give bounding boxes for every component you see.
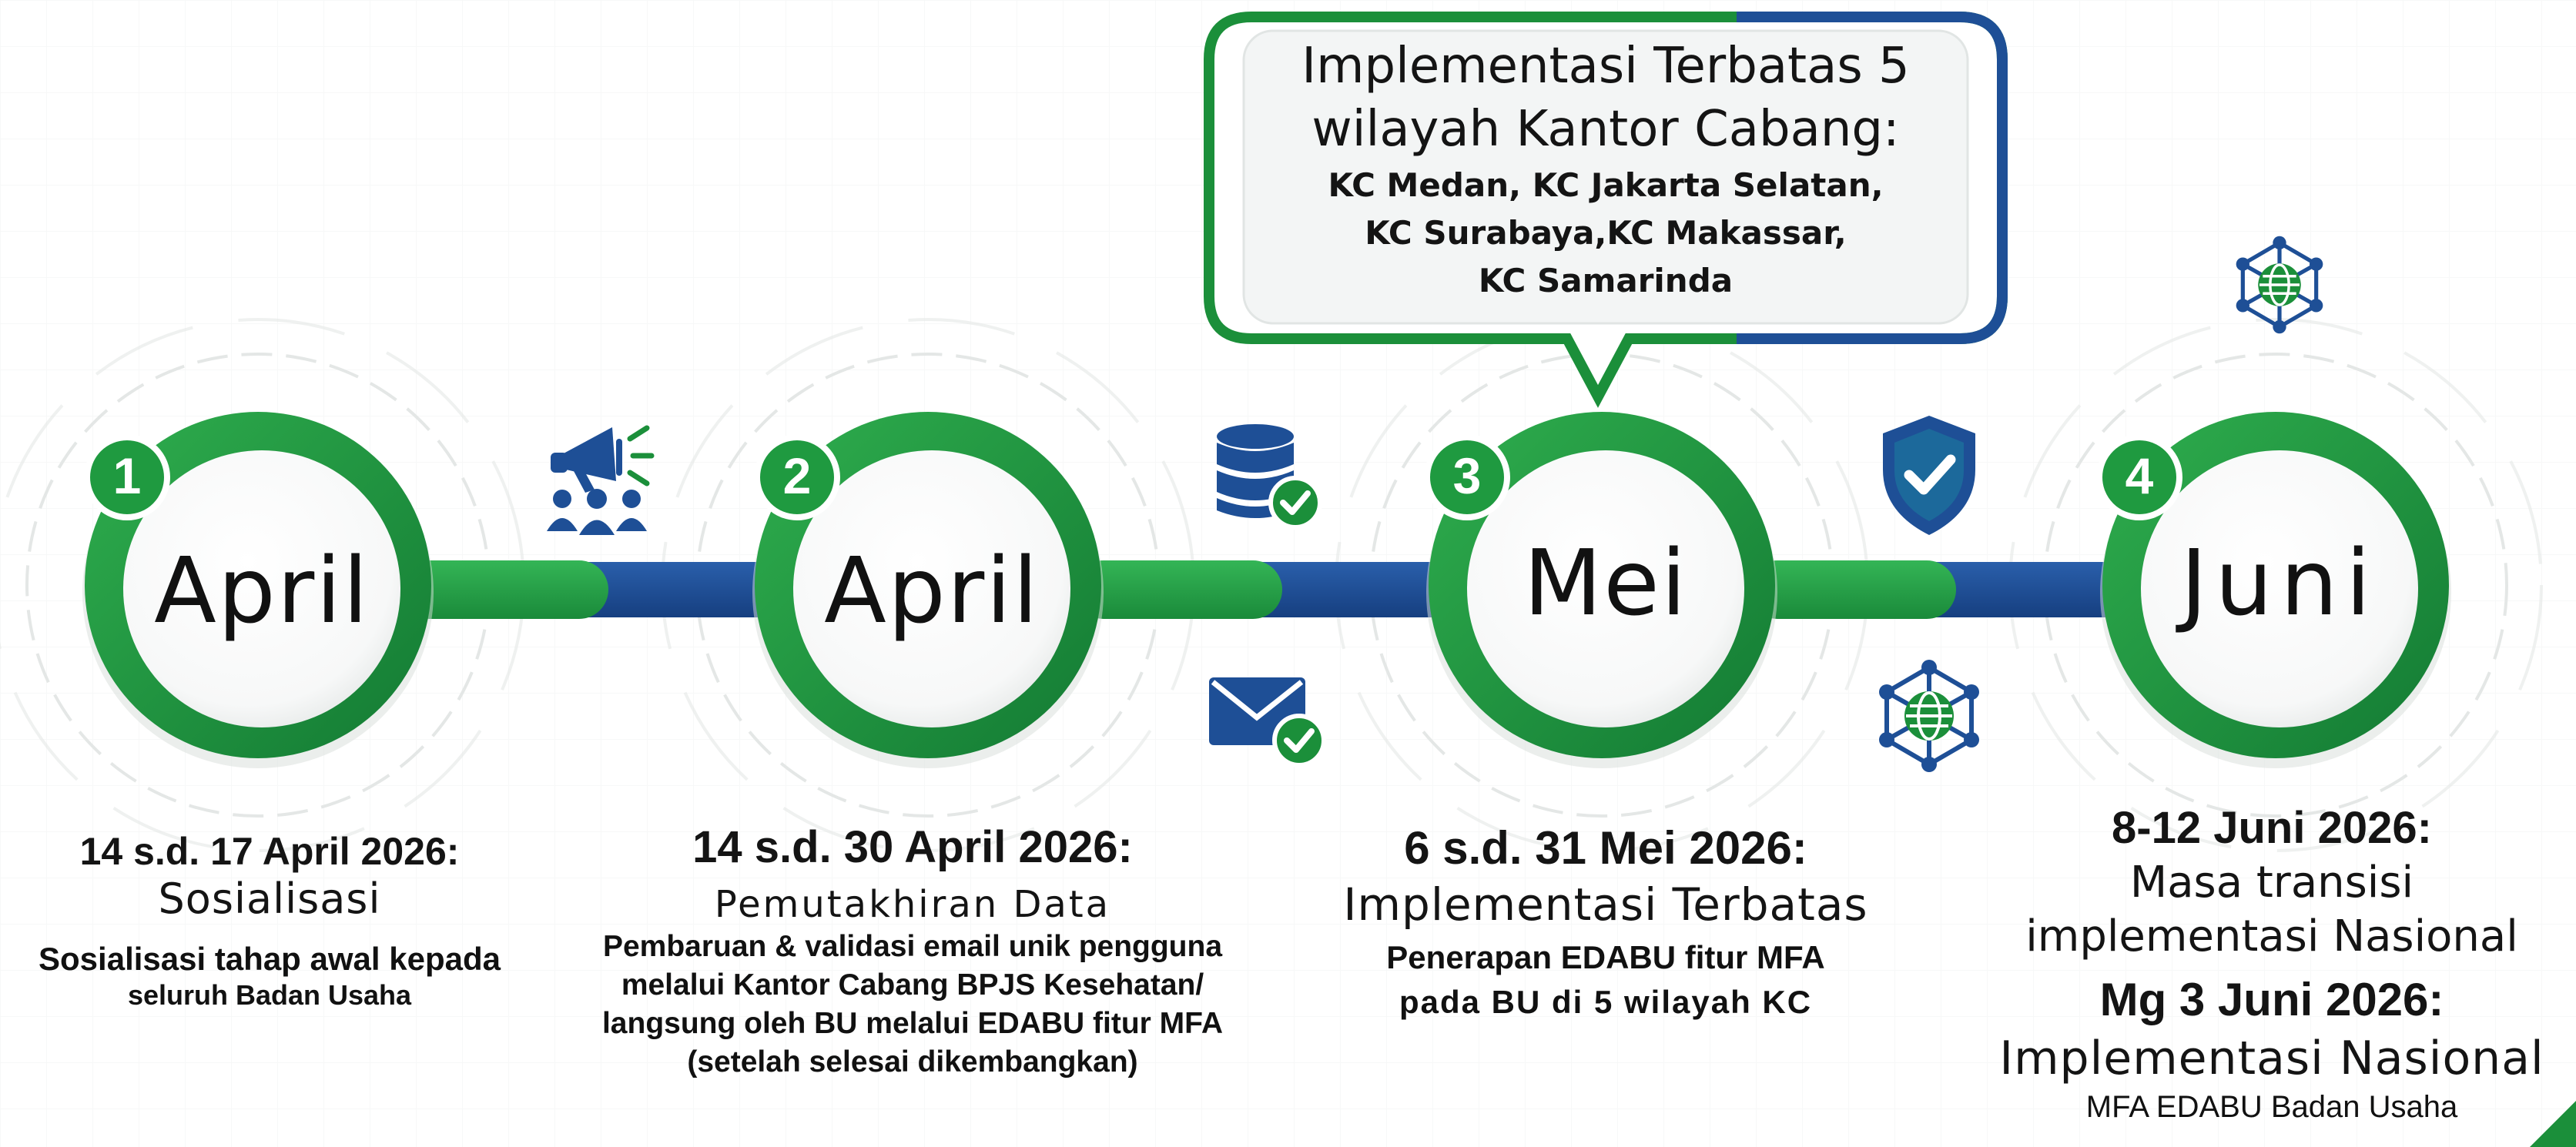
step-3-date: 6 s.d. 31 Mei 2026: [1404, 822, 1807, 874]
step-3-details: 6 s.d. 31 Mei 2026: Implementasi Terbata… [1298, 820, 1914, 1025]
step-2-date: 14 s.d. 30 April 2026: [692, 822, 1133, 872]
step-3-desc-line1: Penerapan EDABU fitur MFA [1386, 939, 1825, 975]
database-check-icon [1217, 424, 1322, 530]
step-3-desc-line2: pada BU di 5 wilayah KC [1399, 984, 1813, 1020]
milestone-circle-3 [1424, 412, 1777, 768]
callout-title-line1: Implementasi Terbatas 5 [1301, 38, 1910, 95]
milestone-circle-1 [82, 412, 434, 768]
milestone-month-4: Juni [2180, 530, 2379, 636]
step-3-title: Implementasi Terbatas [1343, 878, 1868, 931]
step-number-2: 2 [782, 447, 812, 504]
step-2-title: Pemutakhiran Data [714, 883, 1111, 926]
connector-stub-2 [1074, 560, 1282, 619]
callout-bubble [1204, 12, 2008, 408]
step-2-desc-line4: (setelah selesai dikembangkan) [687, 1045, 1138, 1078]
step-number-4: 4 [2125, 447, 2154, 504]
step-number-3: 3 [1452, 447, 1482, 504]
connector-stub-3 [1748, 560, 1956, 619]
milestone-month-3: Mei [1523, 530, 1688, 636]
globe-network-icon [2236, 236, 2323, 334]
step-number-1: 1 [112, 447, 142, 504]
megaphone-people-icon [547, 425, 655, 535]
step-4-desc-line1: MFA EDABU Badan Usaha [2085, 1090, 2458, 1124]
step-4-title-line1: Masa transisi [2129, 858, 2414, 908]
connector-bar-3-4 [1933, 562, 2118, 617]
step-2-details: 14 s.d. 30 April 2026: Pemutakhiran Data… [566, 820, 1259, 1082]
connector-stub-1 [400, 560, 608, 619]
callout-offices-line3: KC Samarinda [1478, 262, 1734, 299]
callout-title: Implementasi Terbatas 5 wilayah Kantor C… [1244, 35, 1968, 161]
step-1-date: 14 s.d. 17 April 2026: [79, 830, 460, 873]
step-4-date2: Mg 3 Juni 2026: [2099, 974, 2444, 1025]
step-1-title: Sosialisasi [158, 874, 381, 923]
milestone-circle-2 [752, 412, 1104, 768]
milestone-circle-4 [2096, 412, 2451, 768]
connector-bar-1-2 [585, 562, 770, 617]
step-4-date: 8-12 Juni 2026: [2112, 803, 2432, 853]
callout-title-line2: wilayah Kantor Cabang: [1311, 101, 1900, 158]
step-1-desc-line2: seluruh Badan Usaha [127, 979, 412, 1011]
shield-check-icon [1883, 416, 1975, 535]
globe-network-icon [1879, 660, 1979, 772]
step-2-desc-line1: Pembaruan & validasi email unik pengguna [602, 930, 1223, 963]
envelope-check-icon [1209, 677, 1326, 767]
milestone-month-2: April [824, 537, 1040, 644]
callout-offices-line2: KC Surabaya,KC Makassar, [1365, 214, 1847, 252]
step-4-title2: Implementasi Nasional [1999, 1032, 2544, 1085]
callout-offices-line1: KC Medan, KC Jakarta Selatan, [1328, 166, 1884, 204]
connector-bar-2-3 [1259, 562, 1444, 617]
step-2-desc-line2: melalui Kantor Cabang BPJS Kesehatan/ [621, 968, 1204, 1002]
milestone-month-1: April [154, 537, 370, 644]
corner-accent [2530, 1101, 2576, 1147]
step-2-desc-line3: langsung oleh BU melalui EDABU fitur MFA [601, 1007, 1224, 1040]
callout-offices: KC Medan, KC Jakarta Selatan, KC Surabay… [1244, 162, 1968, 305]
step-1-desc-line1: Sosialisasi tahap awal kepada [39, 941, 501, 977]
step-4-title-line2: implementasi Nasional [2025, 911, 2518, 961]
step-1-details: 14 s.d. 17 April 2026: Sosialisasi Sosia… [15, 828, 524, 1012]
step-4-details: 8-12 Juni 2026: Masa transisi implementa… [1971, 801, 2572, 1127]
